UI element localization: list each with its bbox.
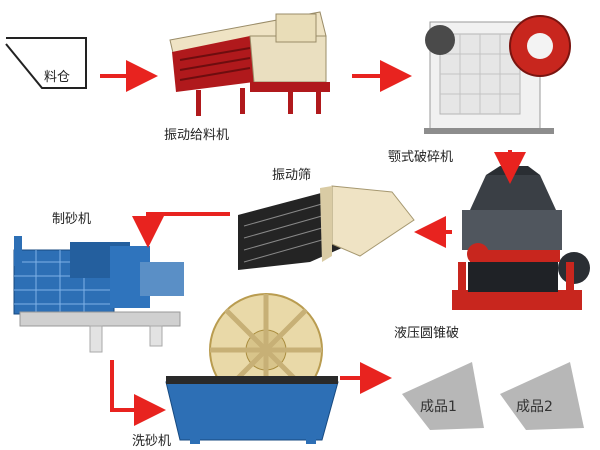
vibrating-screen-image (238, 185, 415, 270)
label-vibrating-screen: 振动筛 (272, 168, 312, 183)
flow-arrows (100, 60, 526, 426)
arrow-sandmaker-to-washer (110, 360, 166, 426)
label-sand-making-machine: 制砂机 (52, 212, 92, 227)
sand-making-machine-image (13, 236, 184, 353)
arrow-screen-to-sandmaker (132, 212, 230, 248)
label-cone-crusher: 液压圆锥破 (394, 326, 460, 341)
sand-washer-image (165, 293, 339, 444)
label-sand-washer: 洗砂机 (132, 434, 172, 449)
label-hopper: 料仓 (44, 70, 71, 85)
jaw-crusher-image (424, 15, 571, 134)
cone-crusher-image (452, 166, 590, 310)
label-vibrating-feeder: 振动给料机 (164, 128, 230, 143)
label-product-1: 成品1 (420, 399, 457, 415)
product-pile-2 (500, 362, 584, 430)
hopper-shape (5, 37, 87, 89)
label-product-2: 成品2 (516, 399, 553, 415)
label-jaw-crusher: 颚式破碎机 (388, 150, 454, 165)
vibrating-feeder-image (169, 11, 330, 116)
product-pile-1 (402, 362, 484, 430)
